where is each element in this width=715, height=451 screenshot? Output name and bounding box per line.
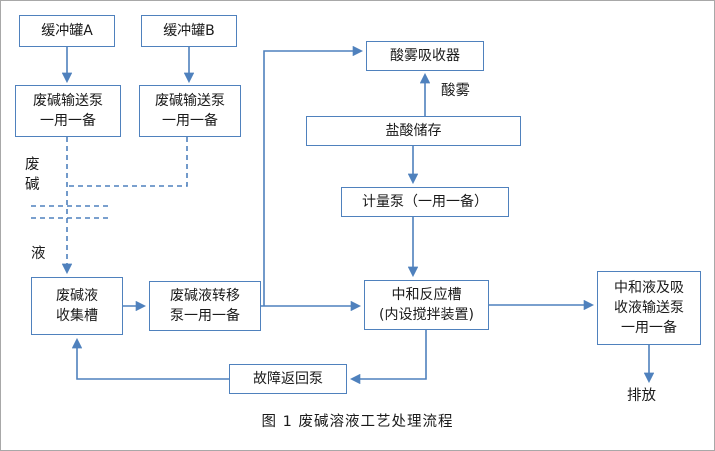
figure-caption: 图 1 废碱溶液工艺处理流程: [261, 414, 454, 430]
node-feed-pump-b: 废碱输送泵 一用一备: [139, 85, 241, 137]
node-neutralization-tank: 中和反应槽 (内设搅拌装置): [364, 280, 489, 330]
label-acid-mist: 酸雾: [441, 83, 470, 99]
label-discharge: 排放: [627, 388, 656, 404]
node-buffer-tank-a: 缓冲罐A: [19, 15, 115, 47]
node-output-pump: 中和液及吸 收液输送泵 一用一备: [597, 271, 701, 345]
node-collection-tank: 废碱液 收集槽: [31, 277, 123, 335]
label-waste-alkali: 废 碱: [25, 157, 40, 193]
label-liquid: 液: [31, 246, 46, 262]
node-transfer-pump: 废碱液转移 泵一用一备: [149, 281, 261, 331]
node-metering-pump: 计量泵（一用一备）: [341, 187, 509, 217]
node-feed-pump-a: 废碱输送泵 一用一备: [15, 85, 121, 137]
node-fault-return-pump: 故障返回泵: [229, 364, 347, 394]
node-acid-mist-absorber: 酸雾吸收器: [366, 41, 484, 71]
node-buffer-tank-b: 缓冲罐B: [141, 15, 237, 47]
node-hcl-storage: 盐酸储存: [306, 116, 521, 146]
